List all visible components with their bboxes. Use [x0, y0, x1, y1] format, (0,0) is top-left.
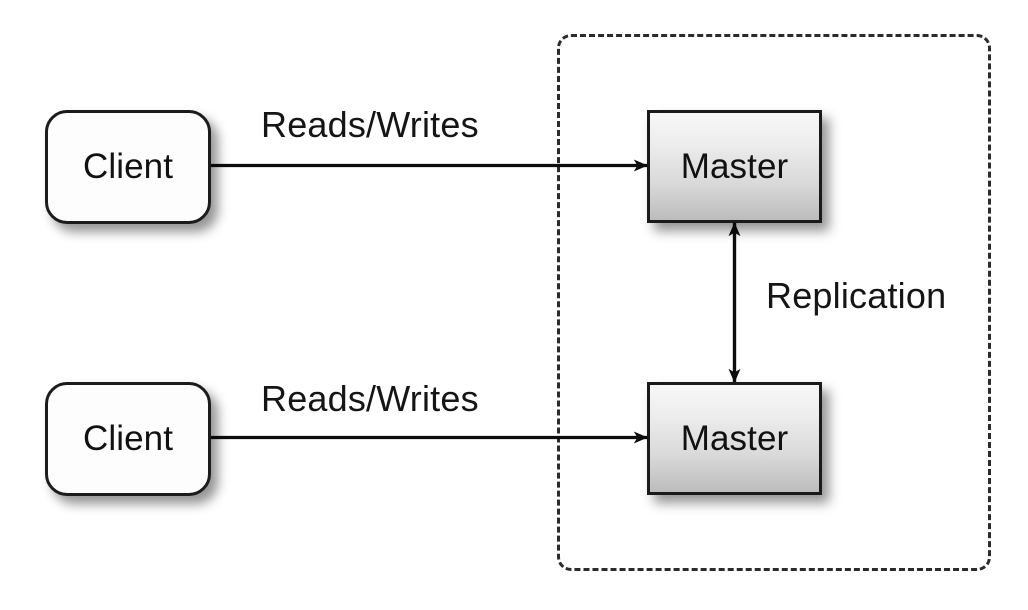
node-master-bottom[interactable]: Master — [647, 382, 822, 495]
node-master-bottom-label: Master — [680, 418, 789, 458]
node-client-bottom[interactable]: Client — [45, 382, 211, 496]
edge-label-reads-writes-bottom: Reads/Writes — [261, 378, 479, 419]
edge-label-reads-writes-top: Reads/Writes — [261, 104, 479, 145]
node-master-top-label: Master — [680, 146, 789, 186]
edge-label-replication: Replication — [766, 275, 947, 316]
node-client-top[interactable]: Client — [45, 110, 211, 224]
replication-group-region — [557, 34, 991, 571]
node-client-bottom-label: Client — [82, 419, 174, 458]
node-client-top-label: Client — [82, 147, 174, 186]
node-master-top[interactable]: Master — [647, 110, 822, 223]
